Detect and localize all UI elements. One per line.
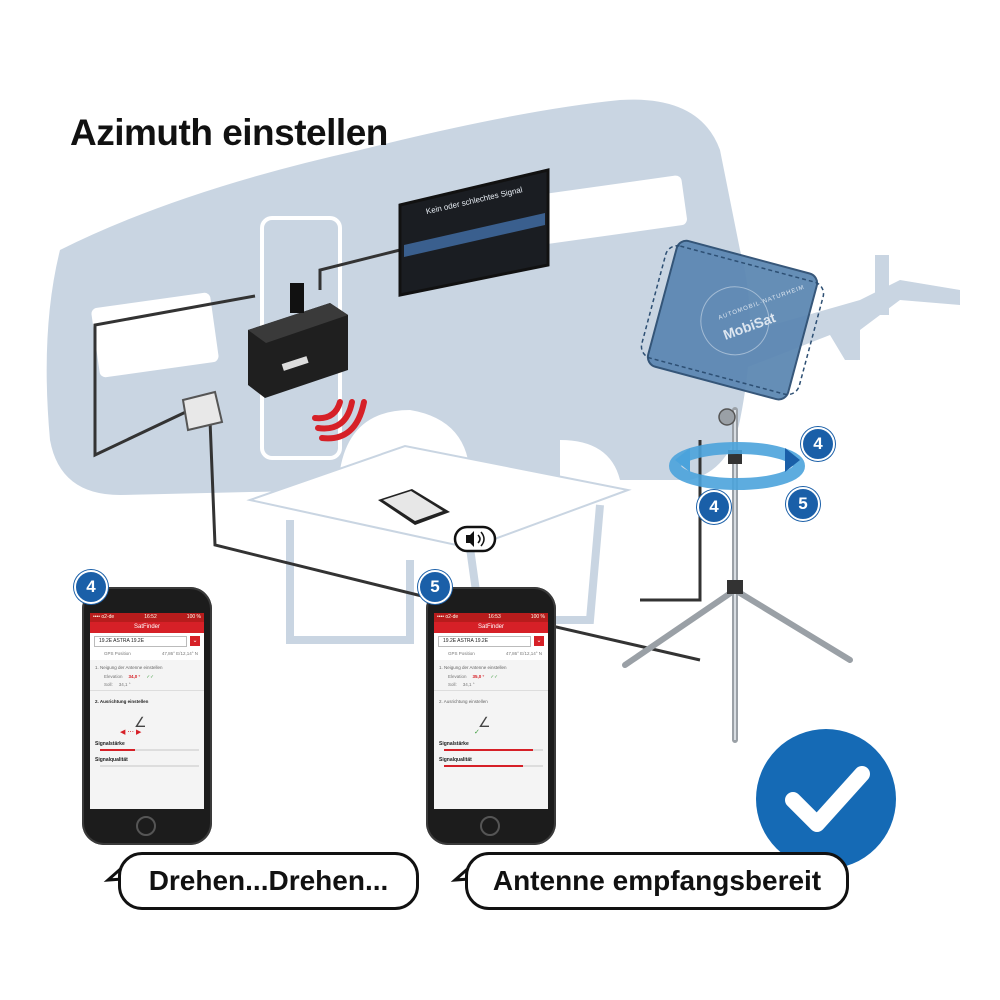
app-title-bar: SatFinder: [434, 622, 548, 633]
signal-strength-label: Signalstärke: [95, 741, 125, 747]
gps-row: GPS Position 47,86° E/12,14° N: [434, 649, 548, 660]
phone-step-4: •••• o2-de 16:52 100 % SatFinder 19.2E A…: [82, 587, 212, 845]
cable-antenna: [640, 440, 702, 602]
cable-floor: [208, 419, 701, 662]
satellite-selector[interactable]: 19.2E ASTRA 19.2E ⌄: [434, 633, 548, 649]
flat-antenna: [640, 239, 825, 401]
cable-left: [93, 294, 256, 458]
sound-bubble: [453, 525, 497, 553]
signal-bar-fill: [444, 749, 534, 751]
phone-step-badge-5: 5: [418, 570, 452, 604]
page-title: Azimuth einstellen: [70, 112, 388, 153]
signal-strength-bar: [100, 749, 199, 751]
section-orientation: 2. Ausrichtung einstellen: [439, 699, 488, 704]
signal-quality-label: Signalqualität: [95, 757, 128, 763]
app-screen: •••• o2-de 16:52 100 % SatFinder 19.2E A…: [90, 613, 204, 809]
caravan-silhouette: [46, 99, 750, 495]
phone-step-badge-4: 4: [74, 570, 108, 604]
rotate-arrows-icon: ◀ ⋅⋅⋅ ▶: [120, 729, 142, 736]
gps-row: GPS Position 47,86° E/12,14° N: [90, 649, 204, 660]
satellite-field[interactable]: 19.2E ASTRA 19.2E: [438, 635, 531, 647]
step-badge-5: 5: [786, 487, 820, 521]
check-icon: ✓: [474, 729, 480, 736]
chevron-down-icon[interactable]: ⌄: [534, 636, 544, 646]
caravan-window-right: [537, 175, 687, 244]
satellite-selector[interactable]: 19.2E ASTRA 19.2E ⌄: [90, 633, 204, 649]
rotation-arrow-ring: [669, 442, 805, 490]
home-button[interactable]: [136, 816, 156, 836]
step-badge-4-bottom: 4: [697, 490, 731, 524]
phone-step-5: •••• o2-de 16:53 100 % SatFinder 19.2E A…: [426, 587, 556, 845]
orientation-diagram: ∠ ✓: [434, 706, 548, 738]
check-icon: ✓✓: [490, 674, 498, 679]
home-button[interactable]: [480, 816, 500, 836]
app-screen: •••• o2-de 16:53 100 % SatFinder 19.2E A…: [434, 613, 548, 809]
app-title-bar: SatFinder: [90, 622, 204, 633]
orientation-diagram: ∠ ◀ ⋅⋅⋅ ▶: [90, 706, 204, 738]
signal-bar-fill: [444, 765, 524, 767]
signal-quality-bar: [100, 765, 199, 767]
status-bar: •••• o2-de 16:53 100 %: [434, 613, 548, 622]
satellite-field[interactable]: 19.2E ASTRA 19.2E: [94, 635, 187, 647]
signal-bar-fill: [100, 749, 135, 751]
jockey-wheel: [875, 255, 889, 315]
section-tilt: 1. Neigung der Antenne einstellen: [95, 665, 163, 670]
antenna-glyph-icon: ∠: [134, 714, 147, 730]
signal-strength-label: Signalstärke: [439, 741, 469, 747]
check-icon: ✓✓: [146, 674, 154, 679]
signal-strength-bar: [444, 749, 543, 751]
cable-to-tv: [318, 248, 401, 290]
table-top: [246, 444, 632, 550]
speech-bubble-left: Drehen...Drehen...: [118, 852, 419, 910]
elevation-row: Elevation 34,0 ° ✓✓: [104, 674, 154, 679]
success-check-icon: [756, 729, 896, 869]
speech-bubble-right: Antenne empfangsbereit: [465, 852, 849, 910]
wall-socket: [181, 390, 224, 432]
wireless-signal-icon: [312, 399, 367, 442]
elevation-row: Elevation 35,0 ° ✓✓: [448, 674, 498, 679]
step-badge-4-top: 4: [801, 427, 835, 461]
signal-quality-bar: [444, 765, 543, 767]
chevron-down-icon[interactable]: ⌄: [190, 636, 200, 646]
soll-row: Soll: 34,1 °: [104, 682, 131, 687]
signal-quality-label: Signalqualität: [439, 757, 472, 763]
section-orientation: 2. Ausrichtung einstellen: [95, 699, 149, 704]
caravan-window-left: [91, 292, 219, 378]
section-tilt: 1. Neigung der Antenne einstellen: [439, 665, 507, 670]
antenna-glyph-icon: ∠: [478, 714, 491, 730]
status-bar: •••• o2-de 16:52 100 %: [90, 613, 204, 622]
soll-row: Soll: 34,1 °: [448, 682, 475, 687]
